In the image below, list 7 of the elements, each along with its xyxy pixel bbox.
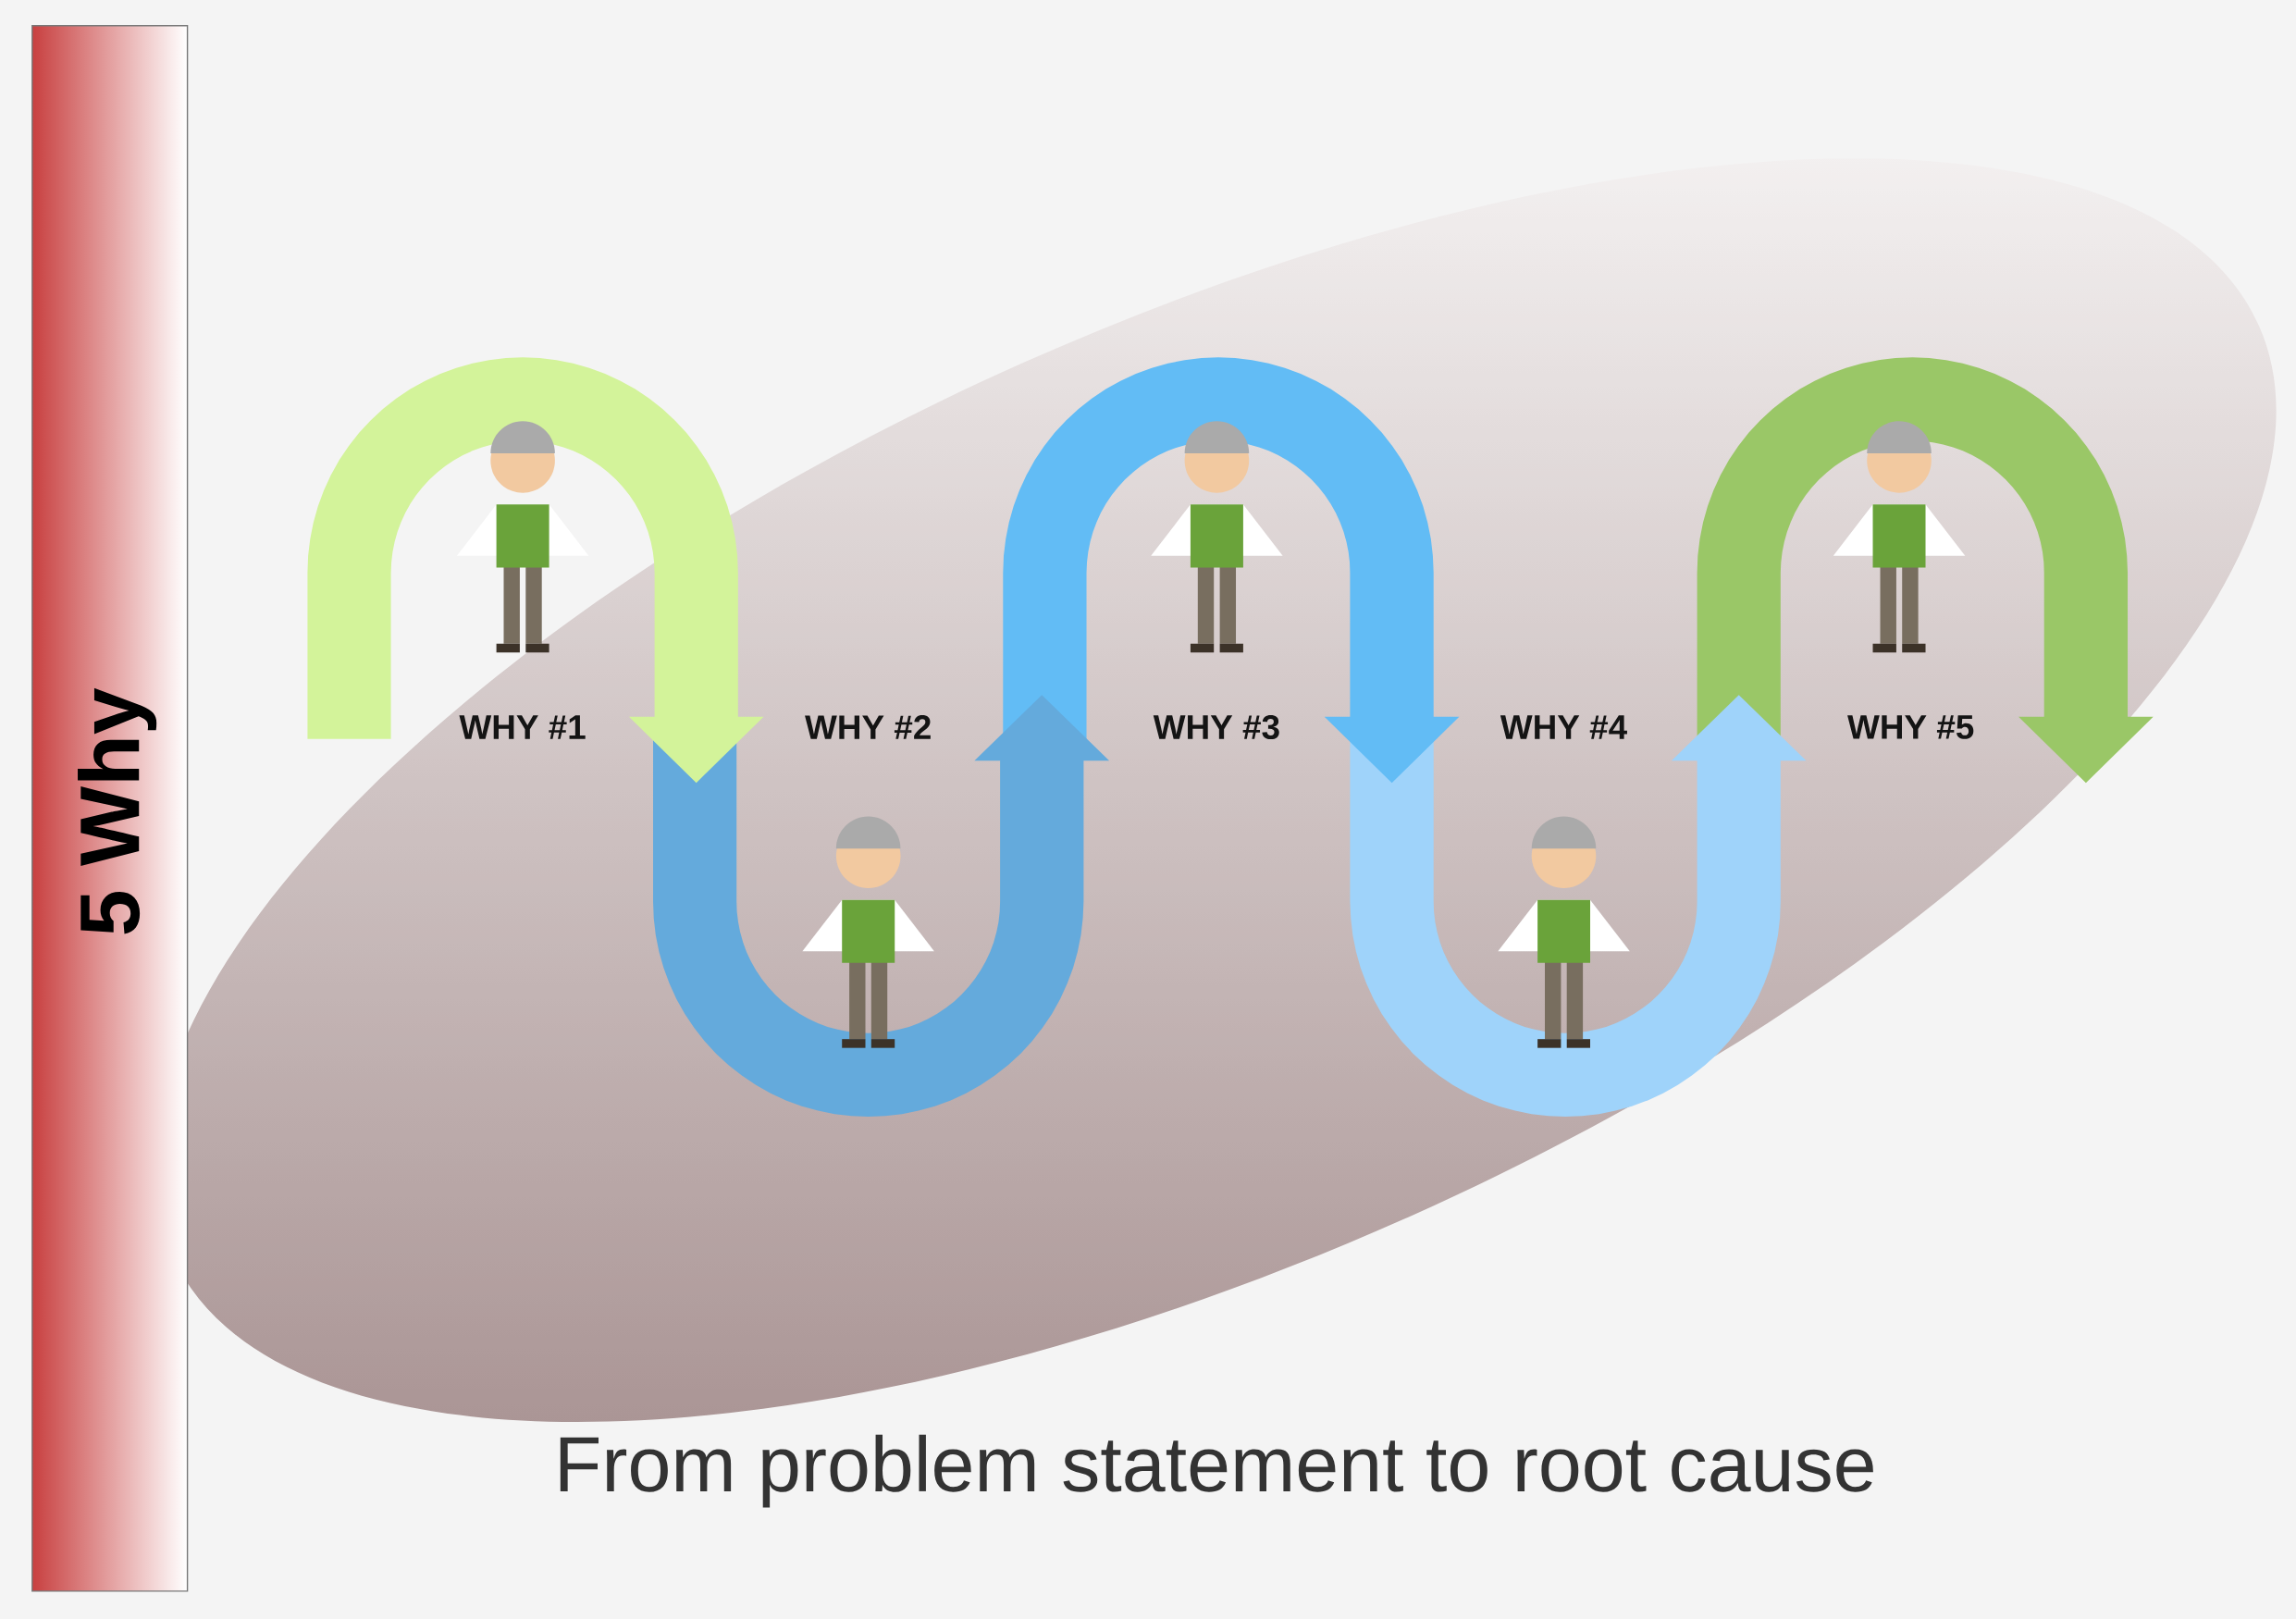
title-bar: 5 Why [31, 25, 189, 1592]
step-label: WHY #4 [1500, 715, 1627, 739]
step-label: WHY #1 [459, 715, 586, 739]
caption: From problem statement to root cause [560, 1434, 1873, 1508]
step-label: WHY #3 [1153, 714, 1279, 740]
step-label: WHY #5 [1847, 715, 1974, 739]
step-label: WHY #2 [805, 715, 931, 739]
